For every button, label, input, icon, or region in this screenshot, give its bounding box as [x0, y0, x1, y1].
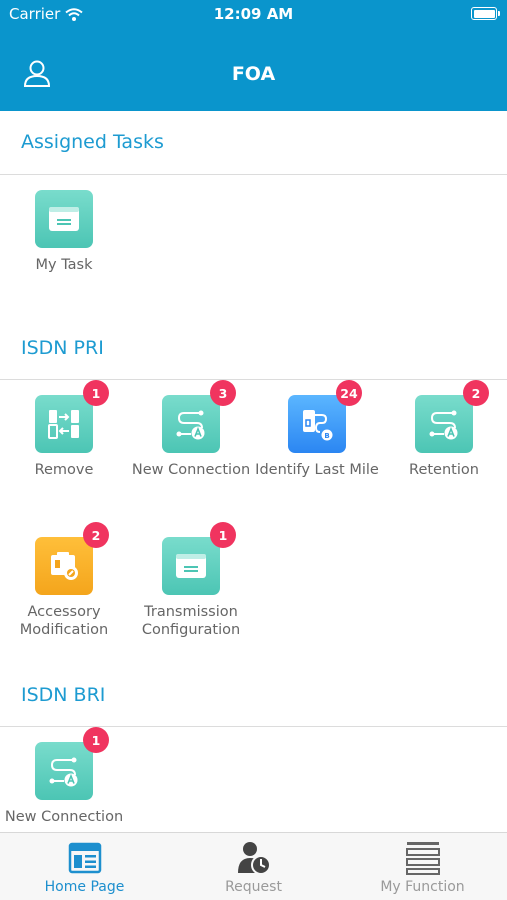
tile-bri-new-connection[interactable]: 1 New Connection: [1, 727, 127, 826]
tab-label: Request: [225, 879, 282, 895]
count-badge: 1: [83, 380, 109, 406]
tile-icon-bg: 1: [35, 380, 109, 453]
card-icon: [49, 207, 79, 231]
tile-label: Transmission Configuration: [141, 604, 241, 638]
wifi-icon: [65, 7, 83, 21]
tab-home-page[interactable]: Home Page: [0, 833, 169, 900]
battery-icon: [471, 7, 500, 20]
section-title-assigned-tasks: Assigned Tasks: [21, 131, 164, 153]
section-divider: [0, 379, 507, 380]
section-divider: [0, 174, 507, 175]
accessory-icon: [51, 552, 78, 580]
list-icon: [405, 842, 440, 875]
tab-label: My Function: [380, 879, 465, 895]
tile-icon-bg: 1: [162, 522, 236, 595]
tab-bar: Home Page Request My Function: [0, 832, 507, 900]
home-grid-icon: [68, 842, 101, 874]
count-badge: 2: [463, 380, 489, 406]
tile-icon-bg: 1: [35, 727, 109, 800]
count-badge: 1: [210, 522, 236, 548]
tab-my-function[interactable]: My Function: [338, 833, 507, 900]
count-badge: 24: [336, 380, 362, 406]
count-badge: 2: [83, 522, 109, 548]
section-title-isdn-bri: ISDN BRI: [21, 684, 106, 706]
last-mile-icon: B: [303, 410, 333, 441]
tile-remove[interactable]: 1 Remove: [1, 380, 127, 479]
tile-label: Remove: [34, 462, 94, 478]
tile-label: Identify Last Mile: [255, 462, 379, 478]
user-profile-button[interactable]: [22, 58, 52, 88]
section-divider: [0, 726, 507, 727]
tile-icon-bg: 2: [415, 380, 489, 453]
tile-my-task[interactable]: My Task: [1, 190, 127, 274]
tile-label: New Connection: [131, 462, 251, 478]
tile-accessory-modification[interactable]: 2 Accessory Modification: [1, 522, 127, 639]
tab-request[interactable]: Request: [169, 833, 338, 900]
user-icon: [23, 60, 51, 87]
tile-icon-bg: 2: [35, 522, 109, 595]
section-title-isdn-pri: ISDN PRI: [21, 337, 104, 359]
connection-icon: [429, 410, 458, 440]
tile-label: My Task: [35, 257, 93, 273]
tile-identify-last-mile[interactable]: B 24 Identify Last Mile: [254, 380, 380, 479]
tile-icon-bg: B 24: [288, 380, 362, 453]
tile-label: New Connection: [4, 809, 124, 825]
card-icon: [176, 554, 206, 578]
carrier-group: Carrier: [9, 5, 83, 23]
count-badge: 3: [210, 380, 236, 406]
connection-icon: [176, 410, 205, 440]
carrier-label: Carrier: [9, 5, 61, 23]
tile-label: Accessory Modification: [19, 604, 109, 638]
page-title: FOA: [231, 63, 276, 85]
app-header: FOA: [0, 30, 507, 111]
tile-icon-bg: 3: [162, 380, 236, 453]
count-badge: 1: [83, 727, 109, 753]
tile-retention[interactable]: 2 Retention: [381, 380, 507, 479]
tile-new-connection[interactable]: 3 New Connection: [128, 380, 254, 479]
tab-label: Home Page: [44, 879, 125, 895]
connection-icon: [49, 757, 78, 787]
status-time: 12:09 AM: [213, 5, 294, 23]
tile-icon-bg: [35, 190, 93, 248]
tile-label: Retention: [409, 462, 479, 478]
user-clock-icon: [237, 842, 271, 875]
remove-icon: [48, 410, 79, 439]
tile-transmission-configuration[interactable]: 1 Transmission Configuration: [128, 522, 254, 639]
status-bar: Carrier 12:09 AM: [0, 0, 507, 30]
svg-text:B: B: [324, 432, 329, 440]
